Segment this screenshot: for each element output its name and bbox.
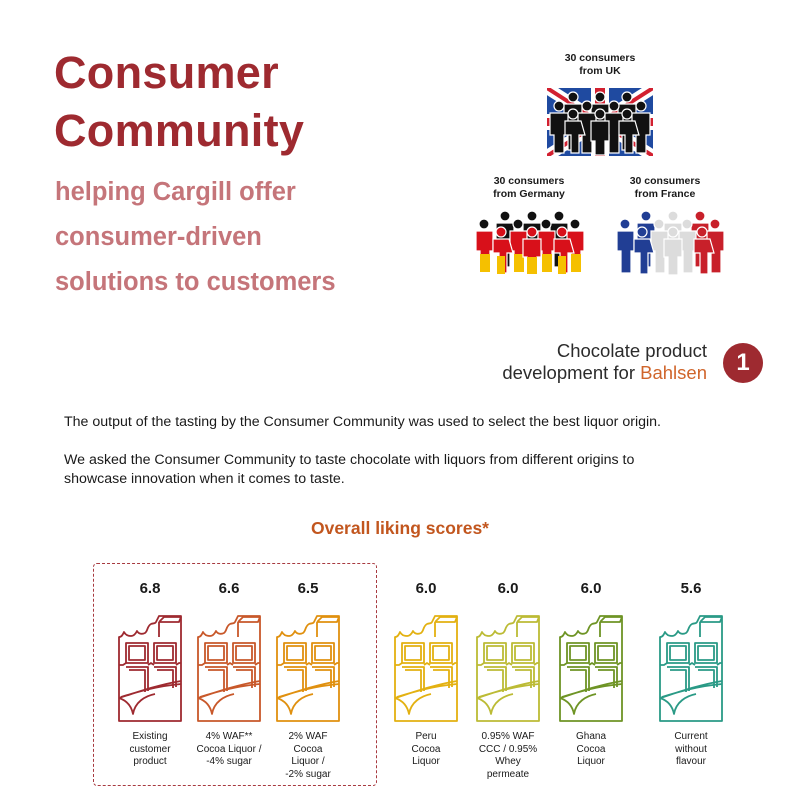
product-line2-prefix: development for [502, 362, 641, 383]
label-line: product [133, 756, 167, 767]
paragraph-line: showcase innovation when it comes to tas… [64, 471, 345, 487]
label-line: 4% WAF** [205, 731, 253, 742]
germany-flag-people-icon [475, 210, 585, 275]
step-number-badge: 1 [723, 343, 763, 383]
chocolate-bar-icon [659, 615, 723, 722]
label-line: Current [674, 731, 708, 742]
paragraph-line: We asked the Consumer Community to taste… [64, 452, 635, 468]
label-line: Ghana [575, 731, 607, 742]
product-line1: Chocolate product [556, 340, 707, 361]
label-line: Cocoa [411, 743, 441, 755]
chart-bar-item: 6.6 4% WAF**Cocoa Liquor /-4% sugar [181, 580, 277, 769]
page-title: Consumer Community [54, 44, 304, 160]
label-line: 2% WAF [288, 731, 328, 742]
score-value: 6.0 [580, 580, 602, 597]
label-line: CCC / 0.95% [478, 743, 538, 755]
label-line: flavour [675, 756, 706, 767]
paragraph-output: The output of the tasting by the Consume… [64, 414, 661, 430]
group-country-text: from Germany [493, 188, 565, 200]
label-line: permeate [486, 768, 530, 780]
page-subtitle: helping Cargill offer consumer-driven so… [55, 170, 336, 305]
group-count-text: 30 consumers [564, 52, 636, 64]
label-line: customer [129, 743, 171, 755]
label-line: Whey [495, 756, 521, 767]
bar-category-label: 4% WAF**Cocoa Liquor /-4% sugar [181, 731, 277, 769]
subtitle-line: solutions to customers [55, 268, 336, 296]
label-line: Cocoa Liquor / [196, 743, 262, 755]
chocolate-bar-icon [276, 615, 340, 722]
label-line: Cocoa [293, 743, 323, 755]
chocolate-bar-icon [559, 615, 623, 722]
france-group-label: 30 consumers from France [610, 175, 720, 201]
group-country-text: from France [634, 188, 696, 200]
label-line: Liquor [577, 756, 605, 767]
group-count-text: 30 consumers [629, 175, 701, 187]
group-count-text: 30 consumers [493, 175, 565, 187]
label-line: 0.95% WAF [481, 731, 535, 742]
france-flag-people-icon [616, 210, 724, 276]
subtitle-line: helping Cargill offer [55, 178, 296, 206]
label-line: Existing [132, 731, 168, 742]
label-line: without [675, 743, 707, 755]
label-line: -2% sugar [285, 768, 331, 780]
group-country-text: from UK [579, 65, 621, 77]
uk-group-label: 30 consumers from UK [545, 52, 655, 78]
label-line: Peru [415, 731, 437, 742]
label-line: -4% sugar [206, 756, 252, 767]
label-line: Cocoa [576, 743, 606, 755]
title-line: Consumer [54, 47, 279, 98]
subtitle-line: consumer-driven [55, 223, 262, 251]
chocolate-bar-icon [197, 615, 261, 722]
chocolate-bar-icon [118, 615, 182, 722]
chocolate-bar-icon [476, 615, 540, 722]
score-value: 6.5 [297, 580, 319, 597]
title-line: Community [54, 105, 305, 156]
uk-flag-people-icon [547, 88, 653, 156]
top-scores-highlight-box [93, 563, 377, 786]
chocolate-bar-icon [394, 615, 458, 722]
score-value: 6.6 [218, 580, 240, 597]
label-line: Liquor / [291, 756, 325, 767]
score-value: 6.0 [415, 580, 437, 597]
brand-name: Bahlsen [640, 362, 707, 383]
score-value: 5.6 [680, 580, 702, 597]
score-value: 6.8 [139, 580, 161, 597]
paragraph-taste: We asked the Consumer Community to taste… [64, 451, 634, 489]
label-line: Liquor [412, 756, 440, 767]
score-value: 6.0 [497, 580, 519, 597]
product-line2: development for Bahlsen [502, 362, 707, 384]
germany-group-label: 30 consumers from Germany [470, 175, 588, 201]
product-heading: Chocolate product development for Bahlse… [502, 340, 707, 384]
chart-title: Overall liking scores* [310, 518, 489, 538]
